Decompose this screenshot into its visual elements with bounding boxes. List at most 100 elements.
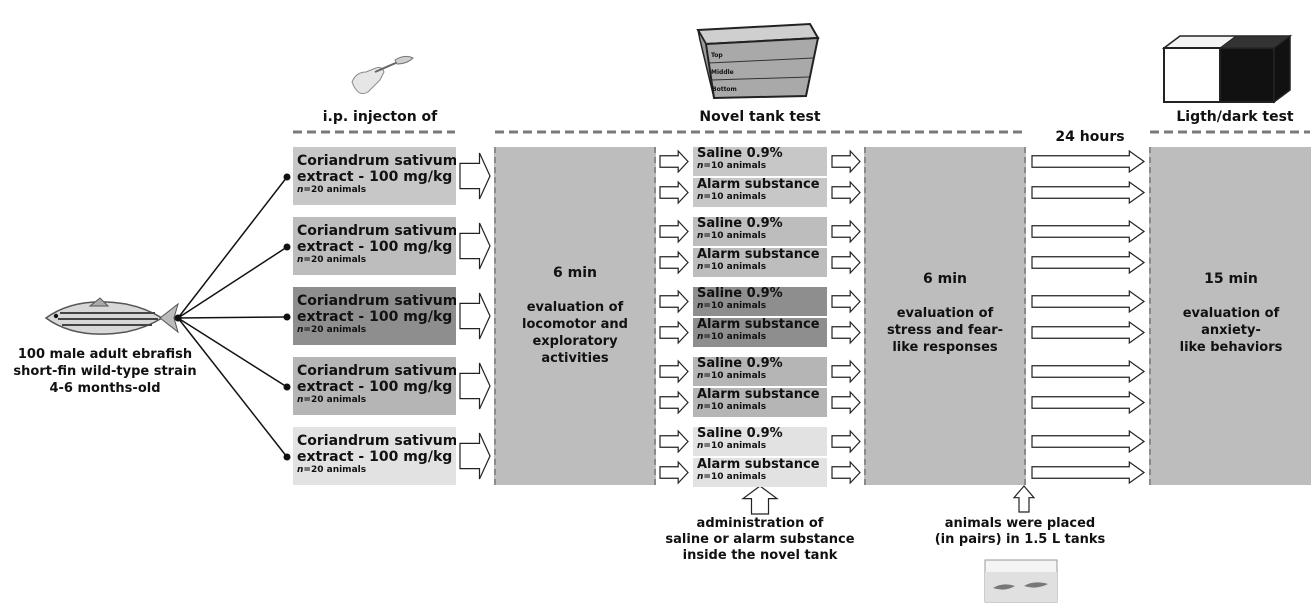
stress-description: evaluation of stress and fear- like resp… [886, 306, 1004, 355]
administration-note: administration of saline or alarm substa… [665, 516, 855, 563]
treatment-n-value: =20 animals [303, 185, 367, 195]
tank-to-substance-arrow [659, 219, 689, 244]
n-symbol: n [697, 192, 704, 202]
substance-to-stress-arrow [831, 320, 861, 345]
fan-line [177, 176, 288, 319]
fan-end-dot [283, 173, 291, 181]
subject-description: 100 male adult ebrafish short-fin wild-t… [0, 346, 210, 397]
fan-line [177, 316, 288, 319]
subject-line-3: 4-6 months-old [49, 381, 161, 396]
n-symbol: n [297, 395, 304, 405]
tank-to-substance-arrow [659, 149, 689, 174]
treatment-line-1: Coriandrum sativum [297, 223, 456, 239]
substance-n-value: =10 animals [703, 441, 767, 451]
pair-tank-icon [984, 559, 1058, 603]
treatment-line-1: Coriandrum sativum [297, 293, 456, 309]
substance-n: n=10 animals [697, 371, 823, 381]
substance-to-stress-arrow [831, 250, 861, 275]
treatment-line-1: Coriandrum sativum [297, 433, 456, 449]
substance-n: n=10 animals [697, 441, 823, 451]
stress-to-ld-arrow [1031, 429, 1146, 454]
substance-label: Saline 0.9% [697, 427, 783, 441]
n-symbol: n [697, 332, 704, 342]
tank-label-top: Top [711, 52, 723, 59]
tank-to-substance-arrow [659, 460, 689, 485]
tank-to-substance-arrow [659, 429, 689, 454]
header-24-hours: 24 hours [1055, 129, 1125, 145]
stress-to-ld-arrow [1031, 219, 1146, 244]
saline-box: Saline 0.9%n=10 animals [693, 287, 827, 316]
fan-end-dot [283, 243, 291, 251]
tank-to-substance-arrow [659, 250, 689, 275]
substance-n-value: =10 animals [703, 262, 767, 272]
placement-up-arrow [1012, 485, 1036, 513]
treatment-to-tank-arrow [459, 362, 491, 410]
saline-box: Saline 0.9%n=10 animals [693, 427, 827, 456]
n-symbol: n [697, 301, 704, 311]
treatment-line-2: extract - 100 mg/kg [297, 169, 453, 185]
stress-duration: 6 min [923, 271, 967, 287]
substance-n: n=10 animals [697, 161, 823, 171]
substance-n: n=10 animals [697, 301, 823, 311]
n-symbol: n [697, 441, 704, 451]
stress-to-ld-arrow [1031, 390, 1146, 415]
substance-n: n=10 animals [697, 262, 823, 272]
substance-label: Saline 0.9% [697, 357, 783, 371]
substance-to-stress-arrow [831, 180, 861, 205]
substance-n-value: =10 animals [703, 472, 767, 482]
n-symbol: n [697, 262, 704, 272]
n-symbol: n [697, 161, 704, 171]
treatment-n: n=20 animals [297, 255, 452, 266]
tank-label-middle: Middle [711, 69, 734, 76]
treatment-to-tank-arrow [459, 222, 491, 270]
stress-to-ld-arrow [1031, 359, 1146, 384]
stress-panel: 6 min evaluation of stress and fear- lik… [864, 147, 1026, 485]
substance-n-value: =10 animals [703, 161, 767, 171]
treatment-n: n=20 animals [297, 465, 452, 476]
fan-line [177, 317, 288, 388]
zebrafish-icon [44, 297, 179, 335]
stress-to-ld-arrow [1031, 460, 1146, 485]
treatment-n: n=20 animals [297, 395, 452, 406]
novel-tank-duration: 6 min [553, 265, 597, 281]
fan-line [177, 246, 288, 319]
substance-n-value: =10 animals [703, 332, 767, 342]
treatment-n-value: =20 animals [303, 465, 367, 475]
placement-note: animals were placed (in pairs) in 1.5 L … [934, 516, 1106, 547]
syringe-hand-icon [351, 55, 414, 95]
substance-to-stress-arrow [831, 359, 861, 384]
treatment-n: n=20 animals [297, 325, 452, 336]
substance-label: Alarm substance [697, 248, 820, 262]
stress-to-ld-arrow [1031, 320, 1146, 345]
substance-n-value: =10 animals [703, 192, 767, 202]
saline-box: Saline 0.9%n=10 animals [693, 357, 827, 386]
subject-line-2: short-fin wild-type strain [13, 364, 197, 379]
treatment-n-value: =20 animals [303, 395, 367, 405]
substance-label: Alarm substance [697, 178, 820, 192]
substance-label: Alarm substance [697, 458, 820, 472]
header-injection: i.p. injecton of [322, 109, 438, 125]
substance-to-stress-arrow [831, 219, 861, 244]
subject-line-1: 100 male adult ebrafish [17, 347, 193, 362]
tank-label-bottom: Bottom [712, 86, 737, 93]
substance-n: n=10 animals [697, 192, 823, 202]
substance-to-stress-arrow [831, 390, 861, 415]
treatment-line-1: Coriandrum sativum [297, 153, 456, 169]
stress-to-ld-arrow [1031, 250, 1146, 275]
substance-label: Saline 0.9% [697, 287, 783, 301]
light-dark-description: evaluation of anxiety- like behaviors [1179, 306, 1283, 355]
stress-to-ld-arrow [1031, 180, 1146, 205]
header-light-dark: Ligth/dark test [1176, 109, 1294, 125]
header-novel-tank: Novel tank test [699, 109, 821, 125]
tank-to-substance-arrow [659, 180, 689, 205]
treatment-line-2: extract - 100 mg/kg [297, 379, 453, 395]
substance-label: Saline 0.9% [697, 217, 783, 231]
saline-box: Saline 0.9%n=10 animals [693, 147, 827, 176]
substance-n: n=10 animals [697, 472, 823, 482]
